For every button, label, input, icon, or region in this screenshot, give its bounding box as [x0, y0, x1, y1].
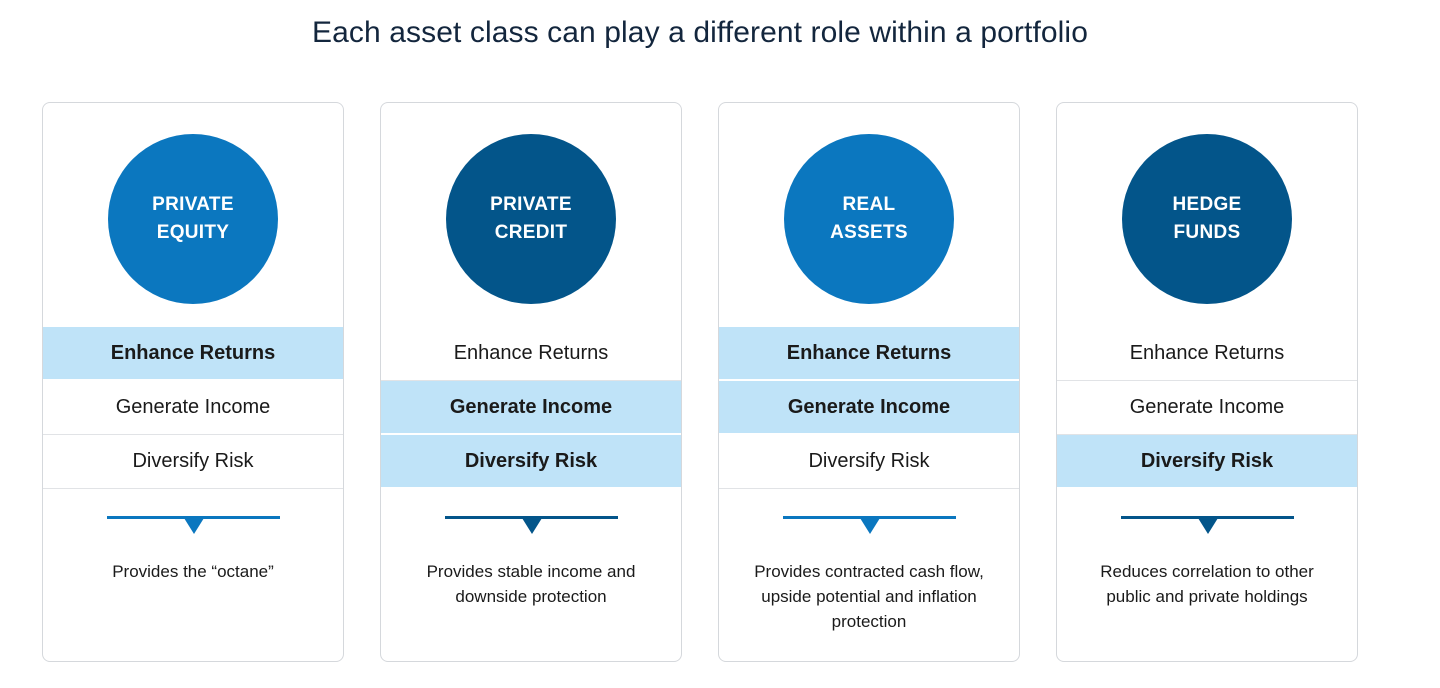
- divider: [1057, 489, 1357, 547]
- role-rows: Enhance Returns Generate Income Diversif…: [1057, 327, 1357, 489]
- role-row-generate-income: Generate Income: [381, 381, 681, 435]
- role-row-enhance-returns: Enhance Returns: [1057, 327, 1357, 381]
- card-description: Reduces correlation to other public and …: [1100, 562, 1314, 606]
- asset-class-name-line1: HEDGE: [1172, 194, 1242, 215]
- down-triangle-icon: [860, 518, 880, 534]
- asset-class-circle: HEDGE FUNDS: [1122, 134, 1292, 304]
- role-row-enhance-returns: Enhance Returns: [719, 327, 1019, 381]
- card-real-assets: REAL ASSETS Enhance Returns Generate Inc…: [718, 102, 1020, 662]
- asset-class-name-line2: ASSETS: [830, 222, 908, 243]
- down-triangle-icon: [522, 518, 542, 534]
- down-triangle-icon: [1198, 518, 1218, 534]
- divider: [719, 489, 1019, 547]
- card-description: Provides stable income and downside prot…: [426, 562, 636, 606]
- card-private-credit: PRIVATE CREDIT Enhance Returns Generate …: [380, 102, 682, 662]
- role-rows: Enhance Returns Generate Income Diversif…: [719, 327, 1019, 489]
- role-row-diversify-risk: Diversify Risk: [43, 435, 343, 489]
- down-triangle-icon: [184, 518, 204, 534]
- page-title: Each asset class can play a different ro…: [312, 16, 1088, 49]
- divider-line: [1121, 516, 1294, 519]
- asset-class-cards: PRIVATE EQUITY Enhance Returns Generate …: [42, 102, 1358, 662]
- asset-class-name-line1: PRIVATE: [490, 194, 572, 215]
- role-row-generate-income: Generate Income: [43, 381, 343, 435]
- divider: [381, 489, 681, 547]
- role-rows: Enhance Returns Generate Income Diversif…: [381, 327, 681, 489]
- card-hedge-funds: HEDGE FUNDS Enhance Returns Generate Inc…: [1056, 102, 1358, 662]
- asset-class-name-line2: FUNDS: [1173, 222, 1241, 243]
- divider-line: [445, 516, 618, 519]
- asset-class-name-line1: PRIVATE: [152, 194, 234, 215]
- asset-class-name-line2: CREDIT: [494, 222, 568, 243]
- role-row-generate-income: Generate Income: [1057, 381, 1357, 435]
- divider-line: [107, 516, 280, 519]
- asset-class-name-line2: EQUITY: [156, 222, 230, 243]
- card-private-equity: PRIVATE EQUITY Enhance Returns Generate …: [42, 102, 344, 662]
- asset-class-circle: REAL ASSETS: [784, 134, 954, 304]
- card-description: Provides contracted cash flow, upside po…: [754, 562, 984, 631]
- role-row-diversify-risk: Diversify Risk: [381, 435, 681, 489]
- role-row-diversify-risk: Diversify Risk: [1057, 435, 1357, 489]
- role-row-diversify-risk: Diversify Risk: [719, 435, 1019, 489]
- role-row-enhance-returns: Enhance Returns: [381, 327, 681, 381]
- asset-class-name-line1: REAL: [842, 194, 896, 215]
- divider-line: [783, 516, 956, 519]
- card-description: Provides the “octane”: [112, 562, 274, 581]
- asset-class-circle: PRIVATE CREDIT: [446, 134, 616, 304]
- role-row-generate-income: Generate Income: [719, 381, 1019, 435]
- role-rows: Enhance Returns Generate Income Diversif…: [43, 327, 343, 489]
- asset-class-circle: PRIVATE EQUITY: [108, 134, 278, 304]
- divider: [43, 489, 343, 547]
- role-row-enhance-returns: Enhance Returns: [43, 327, 343, 381]
